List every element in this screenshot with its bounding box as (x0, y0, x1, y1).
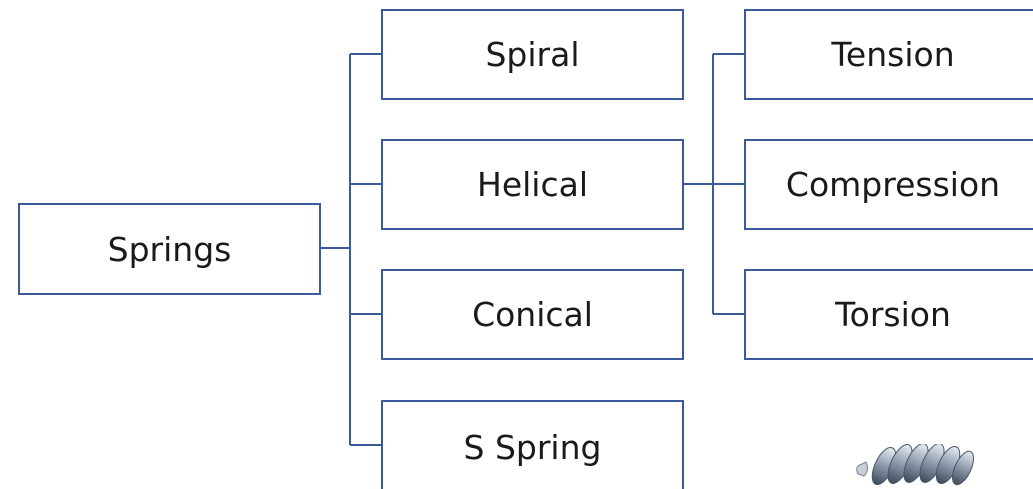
node-springs-label: Springs (107, 229, 232, 269)
node-helical-label: Helical (477, 165, 588, 204)
node-spiral: Spiral (381, 9, 684, 100)
node-tension-label: Tension (831, 35, 955, 74)
node-s-spring: S Spring (381, 400, 684, 489)
node-torsion: Torsion (744, 269, 1033, 360)
node-s-spring-label: S Spring (463, 428, 602, 467)
node-spiral-label: Spiral (485, 35, 580, 74)
node-compression-label: Compression (785, 165, 1001, 204)
node-helical: Helical (381, 139, 684, 230)
node-compression: Compression (744, 139, 1033, 230)
node-springs: Springs (18, 203, 321, 295)
node-conical: Conical (381, 269, 684, 360)
node-tension: Tension (744, 9, 1033, 100)
node-conical-label: Conical (472, 295, 593, 334)
node-torsion-label: Torsion (835, 295, 951, 334)
coil-spring-image (856, 444, 975, 486)
